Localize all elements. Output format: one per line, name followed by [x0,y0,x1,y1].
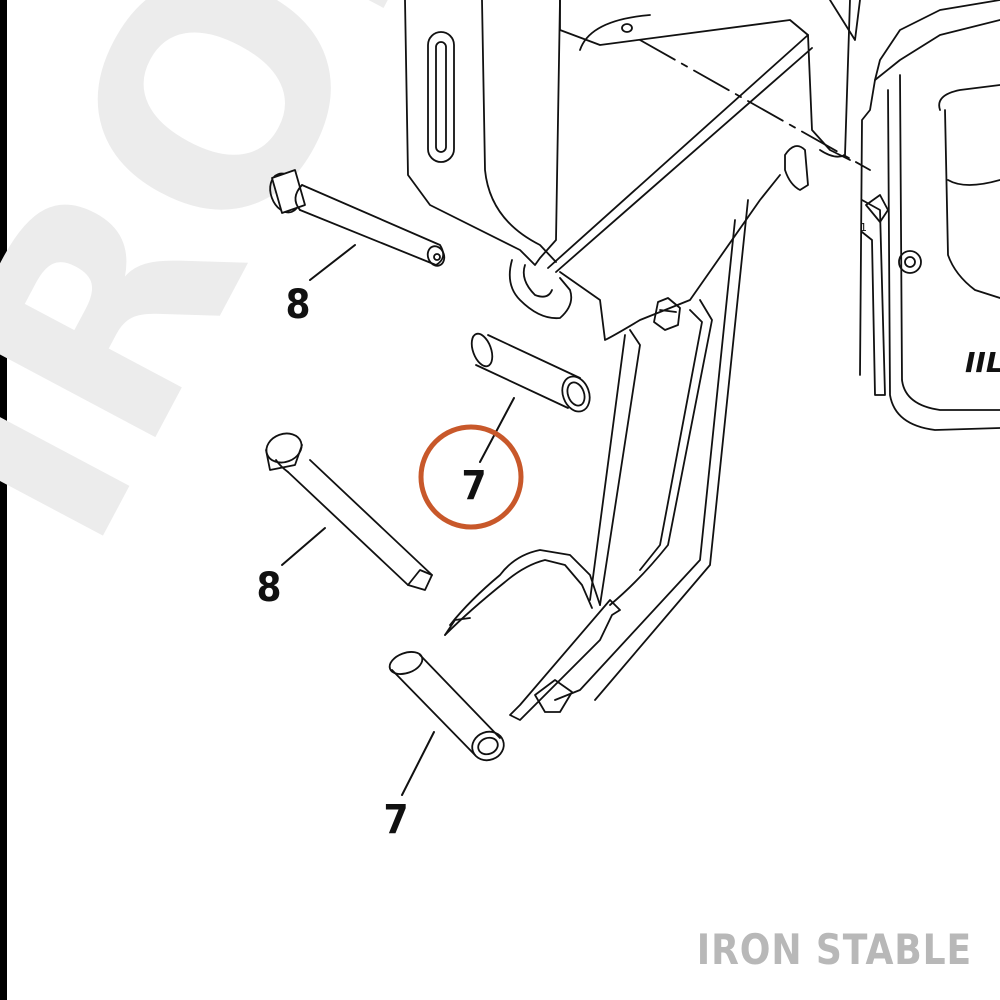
callout-pin-upper: 8 [285,282,310,328]
small-ref-number: 1 [860,221,867,234]
brand-wordmark: IRON STABLE [696,925,972,974]
watermark-text: IRON STABLE [0,0,1000,593]
left-border-bar [0,0,7,1000]
upper-pin [269,169,446,267]
leader-lines [281,244,515,796]
callout-sleeve-upper: 7 [461,463,486,509]
main-legs [554,199,749,701]
lower-fork [444,549,621,721]
callout-pin-lower: 8 [256,565,281,611]
lower-pin [265,432,433,591]
right-enclosure [859,0,1000,431]
swing-arm [547,0,861,341]
highlight-circle [418,424,524,530]
callout-sleeve-lower: 7 [383,797,408,843]
lower-sleeve [388,651,505,762]
enclosure-logo: IIL [965,346,1000,379]
upper-sleeve [470,332,591,413]
upper-hook [508,259,573,320]
upper-frame-plate [404,0,871,266]
